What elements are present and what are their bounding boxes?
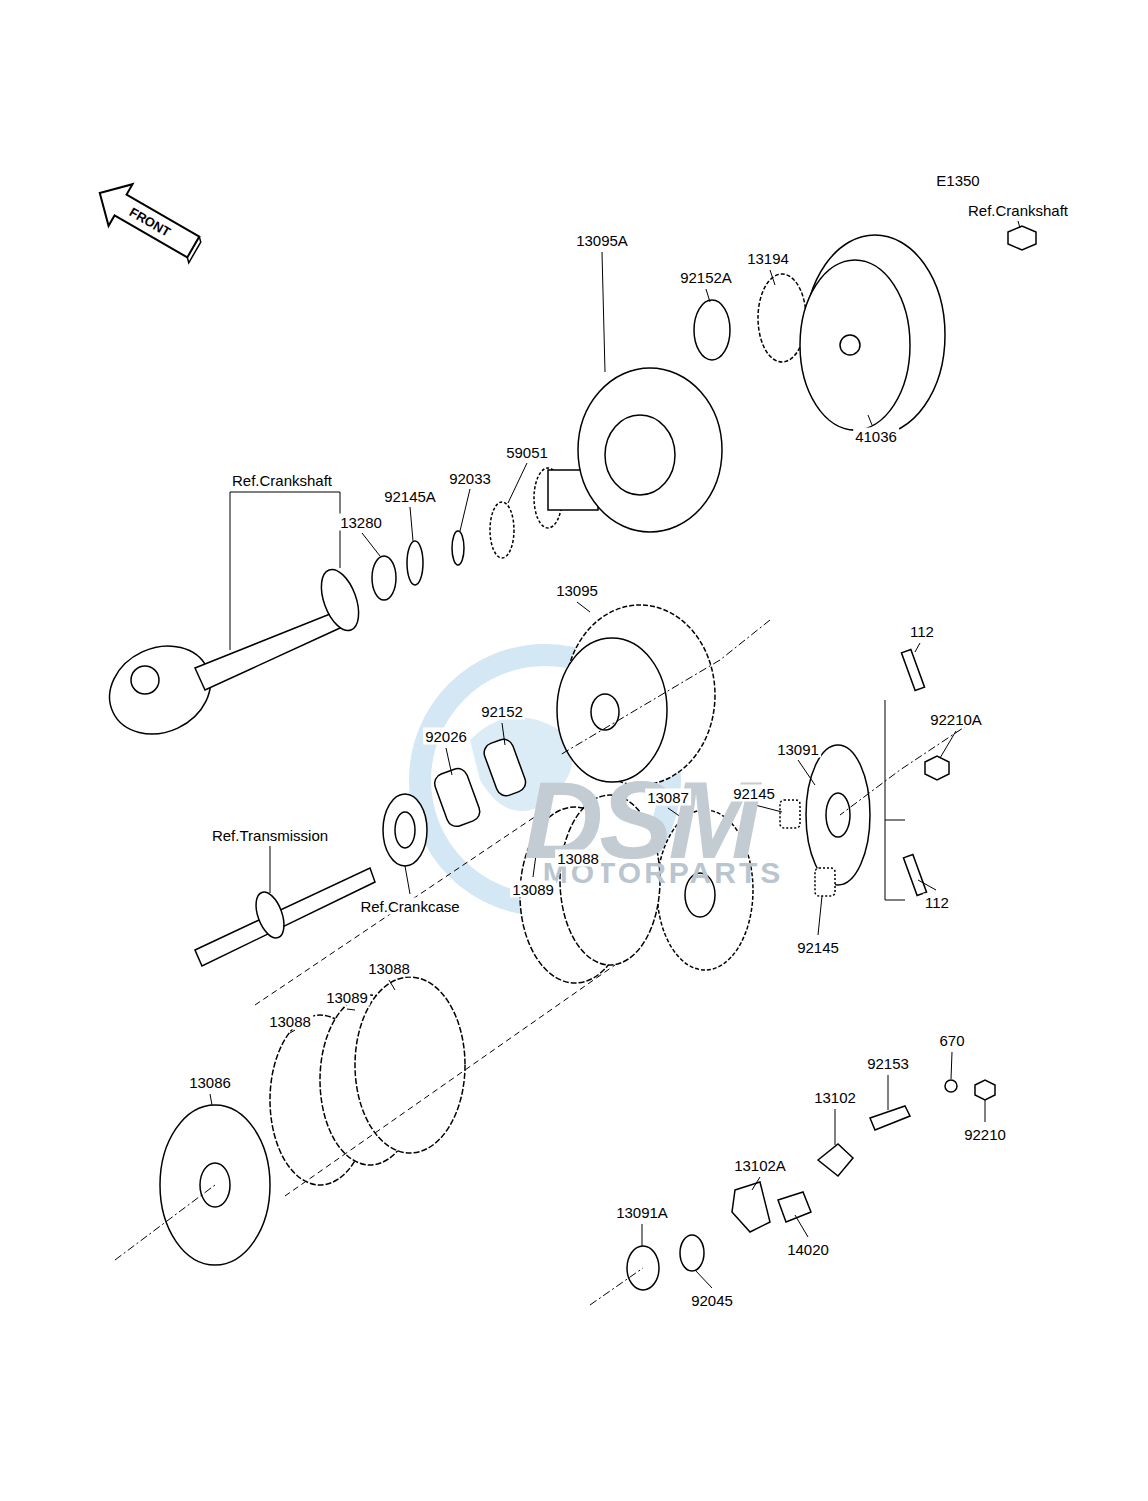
callout-number: 13102A [732,1157,788,1174]
plate [806,745,870,885]
callout-number: 13095 [554,582,600,599]
callout-number: 13087 [645,789,691,806]
clutch-basket [557,605,715,785]
callout-number: 92145 [731,785,777,802]
callout-number: 92045 [689,1292,735,1309]
callout-number: 92152A [678,269,734,286]
clutch-drum [800,235,945,435]
lever [732,1182,770,1232]
circlip [407,541,423,585]
callout-number: 13091A [614,1204,670,1221]
callout-number: 92210A [928,711,984,728]
callout-number: 13088 [366,960,412,977]
callout-number: 41036 [853,428,899,445]
bolt [901,649,924,690]
callout-number: E1350 [934,172,981,189]
cam [818,1144,853,1176]
friction-plate [355,977,465,1153]
callout-number: 13088 [267,1013,313,1030]
o-ring [945,1080,957,1092]
callout-number: Ref.Crankshaft [966,202,1070,219]
callout-number: 13280 [338,514,384,531]
crankshaft [95,564,366,750]
nut [975,1080,995,1100]
callout-number: Ref.Transmission [210,827,330,844]
callout-number: 13095A [574,232,630,249]
callout-number: 59051 [504,444,550,461]
front-arrow [88,172,209,270]
gear [490,502,514,558]
callout-number: 92145A [382,488,438,505]
callout-number: 92145 [795,939,841,956]
bearing [680,1235,704,1271]
callout-number: 92026 [423,728,469,745]
callout-number: 13102 [812,1089,858,1106]
clutch-housing [534,368,722,532]
callout-number: 92210 [962,1126,1008,1143]
collar [432,766,483,829]
one-way-clutch [758,274,806,362]
bushing [372,556,396,600]
nut [925,756,949,780]
spring [780,800,800,828]
bearing [383,794,427,866]
callout-number: Ref.Crankcase [358,898,461,915]
bearing [694,300,730,360]
callout-number: 112 [923,894,951,911]
spring [815,868,835,896]
callout-number: 92152 [479,703,525,720]
transmission-shaft [195,868,375,966]
callout-number: 13089 [324,989,370,1006]
callout-number: 13089 [510,881,556,898]
callout-number: 13086 [187,1074,233,1091]
callout-number: 92153 [865,1055,911,1072]
plate [778,1192,811,1222]
callout-number: 13091 [775,741,821,758]
callout-number: 13194 [745,250,791,267]
bolt [903,854,926,895]
sleeve [481,737,528,799]
callout-number: 112 [908,623,936,640]
snap-ring [452,531,464,565]
nut [1008,226,1036,250]
callout-number: 670 [937,1032,966,1049]
callout-number: 92033 [447,470,493,487]
leader-lines [115,221,1020,1305]
callout-number: 13088 [555,850,601,867]
callout-number: 14020 [785,1241,831,1258]
callout-number: Ref.Crankshaft [230,472,334,489]
shaft [870,1106,910,1130]
